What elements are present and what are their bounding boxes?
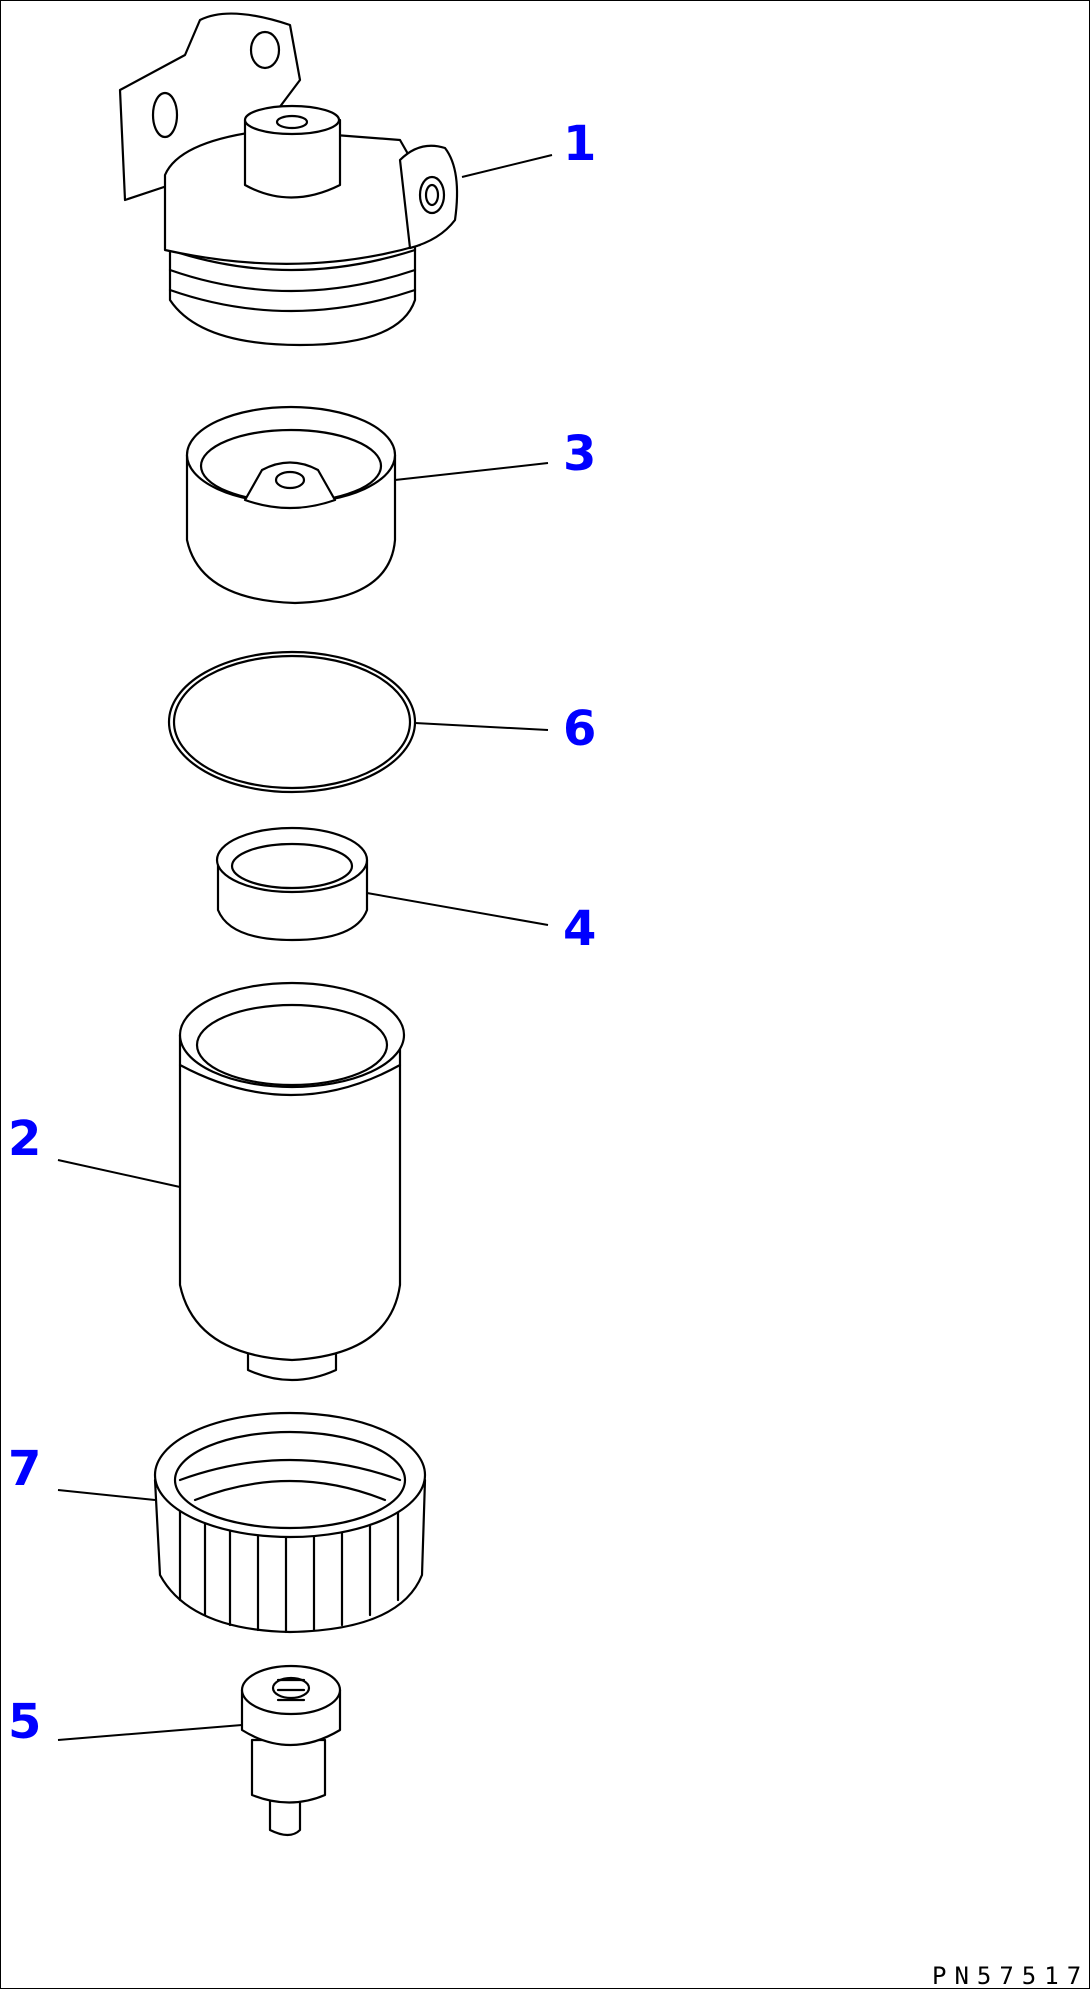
leader-7 [57,1489,156,1501]
callout-7: 7 [8,1441,41,1497]
callout-4: 4 [563,901,596,957]
callout-2: 2 [8,1111,41,1167]
callout-3: 3 [563,426,596,482]
leader-4 [366,892,549,926]
leader-6 [414,722,549,731]
leader-5 [57,1724,243,1741]
part-2-bowl [178,981,406,1382]
callout-1: 1 [563,116,596,172]
callout-5: 5 [8,1694,41,1750]
leader-2 [57,1159,181,1188]
part-1-filter-head [118,12,459,347]
part-5-drain-plug [240,1664,342,1837]
drawing-code: PN57517 [932,1962,1089,1989]
part-3-cup [185,405,397,605]
callout-6: 6 [563,701,596,757]
leader-1 [461,154,553,178]
part-7-nut [153,1411,427,1634]
leader-3 [394,462,549,481]
part-4-ring [215,826,369,942]
part-6-o-ring [167,650,417,794]
